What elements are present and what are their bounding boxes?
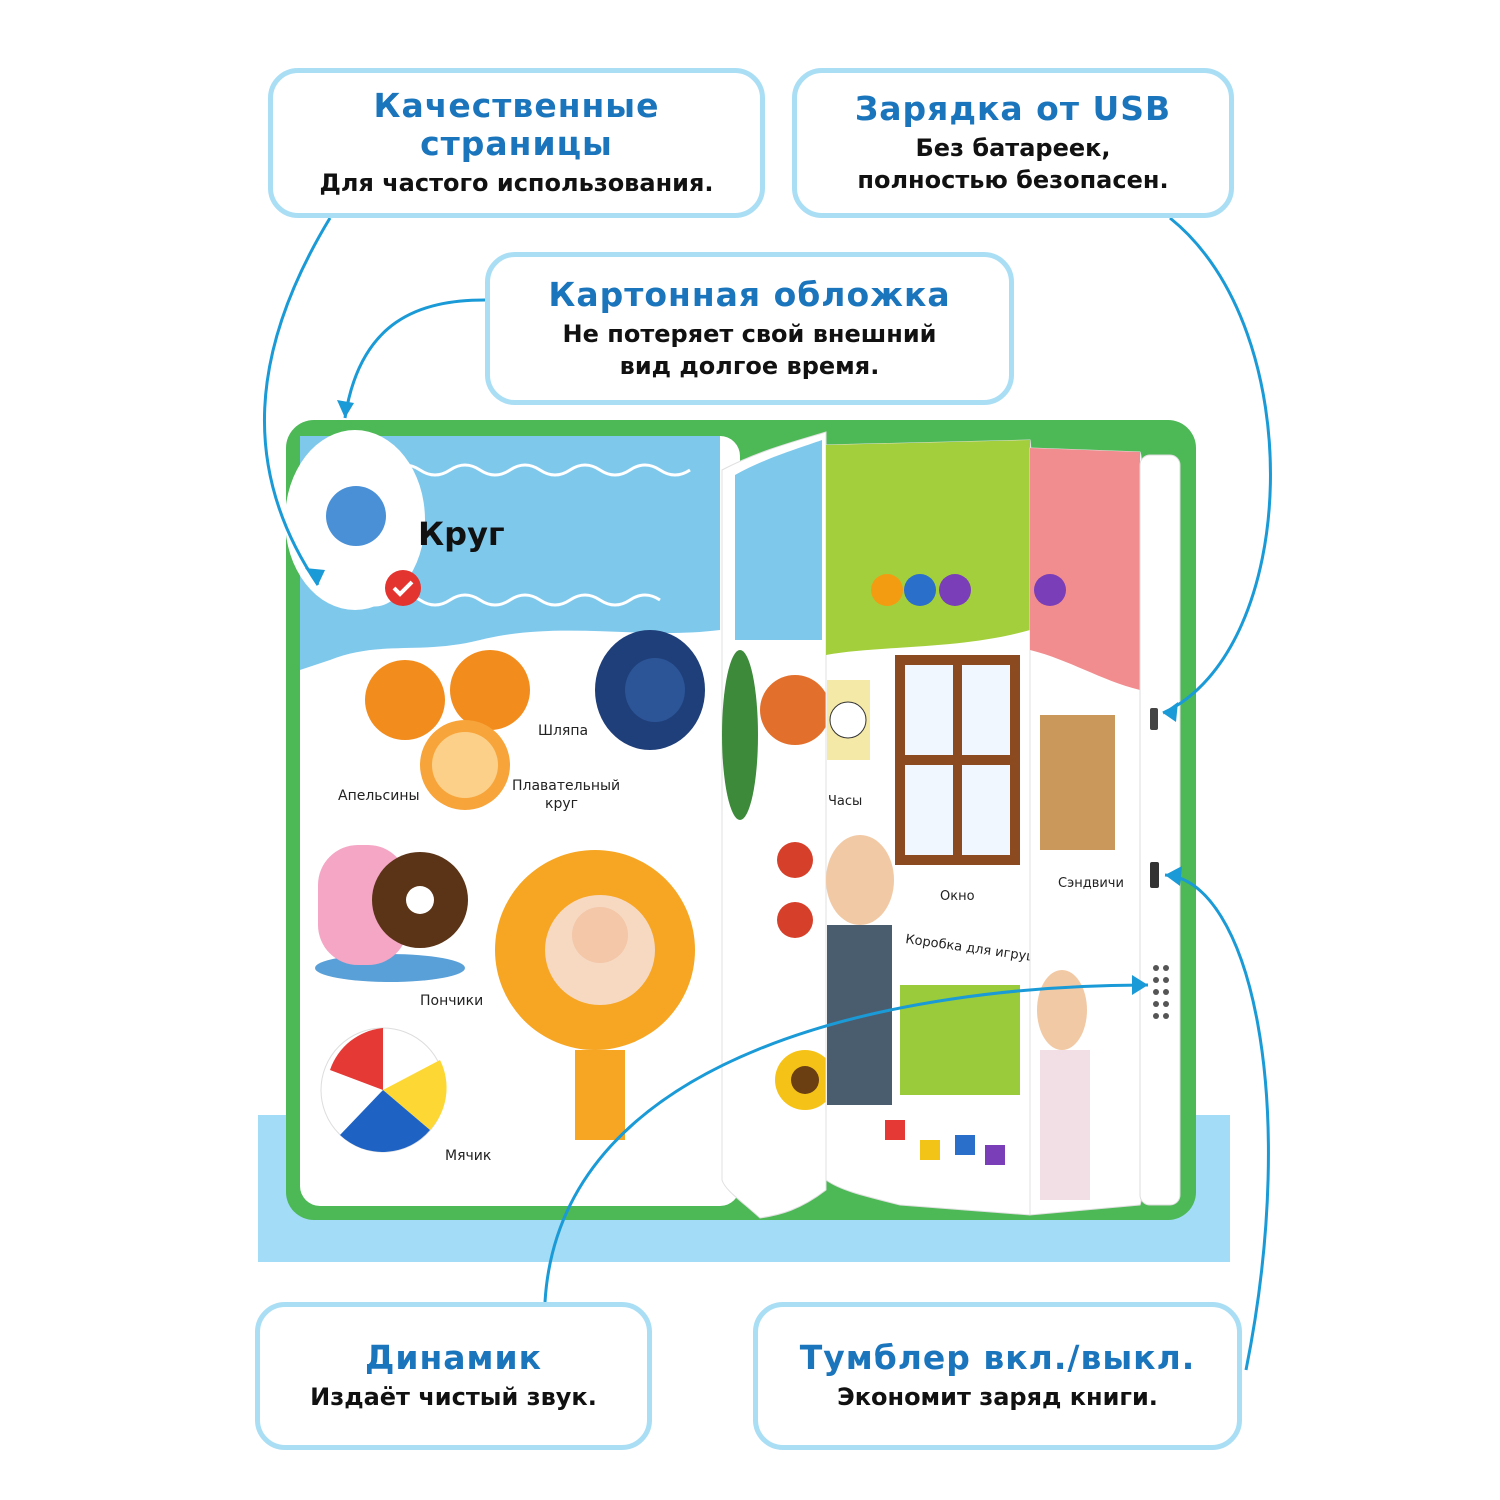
- blue-circle-shape: [326, 486, 386, 546]
- device-spine: [1139, 454, 1181, 1206]
- watermelon-icon: [722, 650, 758, 820]
- label-ball: Мячик: [445, 1148, 491, 1164]
- callout-switch-subtitle: Экономит заряд книги.: [837, 1383, 1158, 1411]
- toy-box-icon: [900, 985, 1020, 1095]
- check-icon: [385, 570, 421, 606]
- callout-usb-title: Зарядка от USB: [854, 89, 1172, 128]
- power-switch: [1150, 862, 1159, 888]
- callout-speaker-subtitle: Издаёт чистый звук.: [310, 1383, 597, 1411]
- callout-usb-subtitle: Без батареек, полностью безопасен.: [857, 134, 1169, 194]
- baby-icon: [826, 835, 894, 925]
- label-donuts: Пончики: [420, 993, 483, 1009]
- callout-cover-title: Картонная обложка: [548, 274, 951, 314]
- page-title: Круг: [418, 515, 505, 553]
- pizza-icon: [760, 675, 830, 745]
- arrow-heads: [305, 400, 1182, 995]
- label-clock: Часы: [828, 794, 862, 809]
- pointer-lines: [262, 216, 1272, 1371]
- callout-usb-charging: Зарядка от USB Без батареек, полностью б…: [792, 68, 1234, 218]
- callout-cardboard-cover: Картонная обложка Не потеряет свой внешн…: [485, 252, 1014, 405]
- speaker-grill: [1153, 965, 1169, 1019]
- label-hat: Шляпа: [538, 723, 588, 739]
- callout-speaker-title: Динамик: [364, 1338, 543, 1377]
- star-icon: [904, 574, 936, 606]
- label-oranges: Апельсины: [338, 788, 420, 804]
- sandwich-icon: [1040, 715, 1115, 850]
- callout-pages-subtitle: Для частого использования.: [319, 169, 714, 197]
- usb-port: [1150, 708, 1158, 730]
- callout-cover-subtitle: Не потеряет свой внешний вид долгое врем…: [562, 319, 937, 380]
- orange-icon: [365, 660, 445, 740]
- callout-speaker: Динамик Издаёт чистый звук.: [255, 1302, 652, 1450]
- light-icon: [871, 574, 903, 606]
- label-swim-ring: Плавательный круг: [512, 778, 625, 812]
- label-window: Окно: [940, 889, 975, 904]
- sound-icon: [939, 574, 971, 606]
- label-sandwiches: Сэндвичи: [1058, 876, 1124, 891]
- callout-power-switch: Тумблер вкл./выкл. Экономит заряд книги.: [753, 1302, 1242, 1450]
- callout-switch-title: Тумблер вкл./выкл.: [799, 1338, 1196, 1377]
- callout-quality-pages: Качественные страницы Для частого исполь…: [268, 68, 765, 218]
- callout-pages-title: Качественные страницы: [373, 86, 660, 163]
